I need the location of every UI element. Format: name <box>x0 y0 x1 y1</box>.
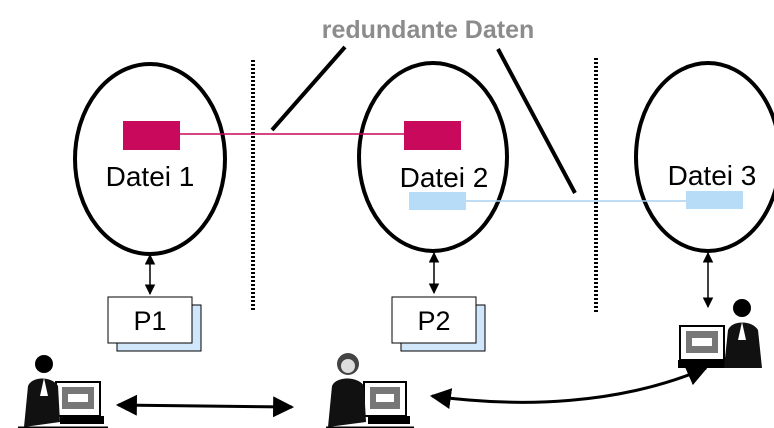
file-label-2: Datei 2 <box>400 162 489 193</box>
pointer-line-1 <box>270 45 347 132</box>
file-ellipse-2 <box>357 61 509 253</box>
program-box-p2: P2 <box>391 296 486 352</box>
data-record-b-file3 <box>686 191 743 209</box>
arrow-user2-user3 <box>429 365 708 409</box>
user-workstation-icon <box>326 353 414 428</box>
file-label-3: Datei 3 <box>668 160 757 191</box>
user-workstation-icon <box>18 355 108 428</box>
diagram-title: redundante Daten <box>322 16 535 44</box>
program-label-p1: P1 <box>133 306 166 336</box>
file-ellipse-3 <box>634 61 774 253</box>
program-label-p2: P2 <box>417 306 450 336</box>
data-record-b-file2 <box>409 192 466 210</box>
arrow-user1-user2 <box>115 394 295 418</box>
program-box-p1: P1 <box>107 296 202 352</box>
file-label-1: Datei 1 <box>106 161 195 192</box>
data-record-a-file1 <box>123 121 180 150</box>
user-workstation-icon <box>678 299 762 368</box>
file-ellipse-1 <box>73 62 227 256</box>
data-record-a-file2 <box>404 121 461 150</box>
pointer-line-2 <box>496 48 577 194</box>
